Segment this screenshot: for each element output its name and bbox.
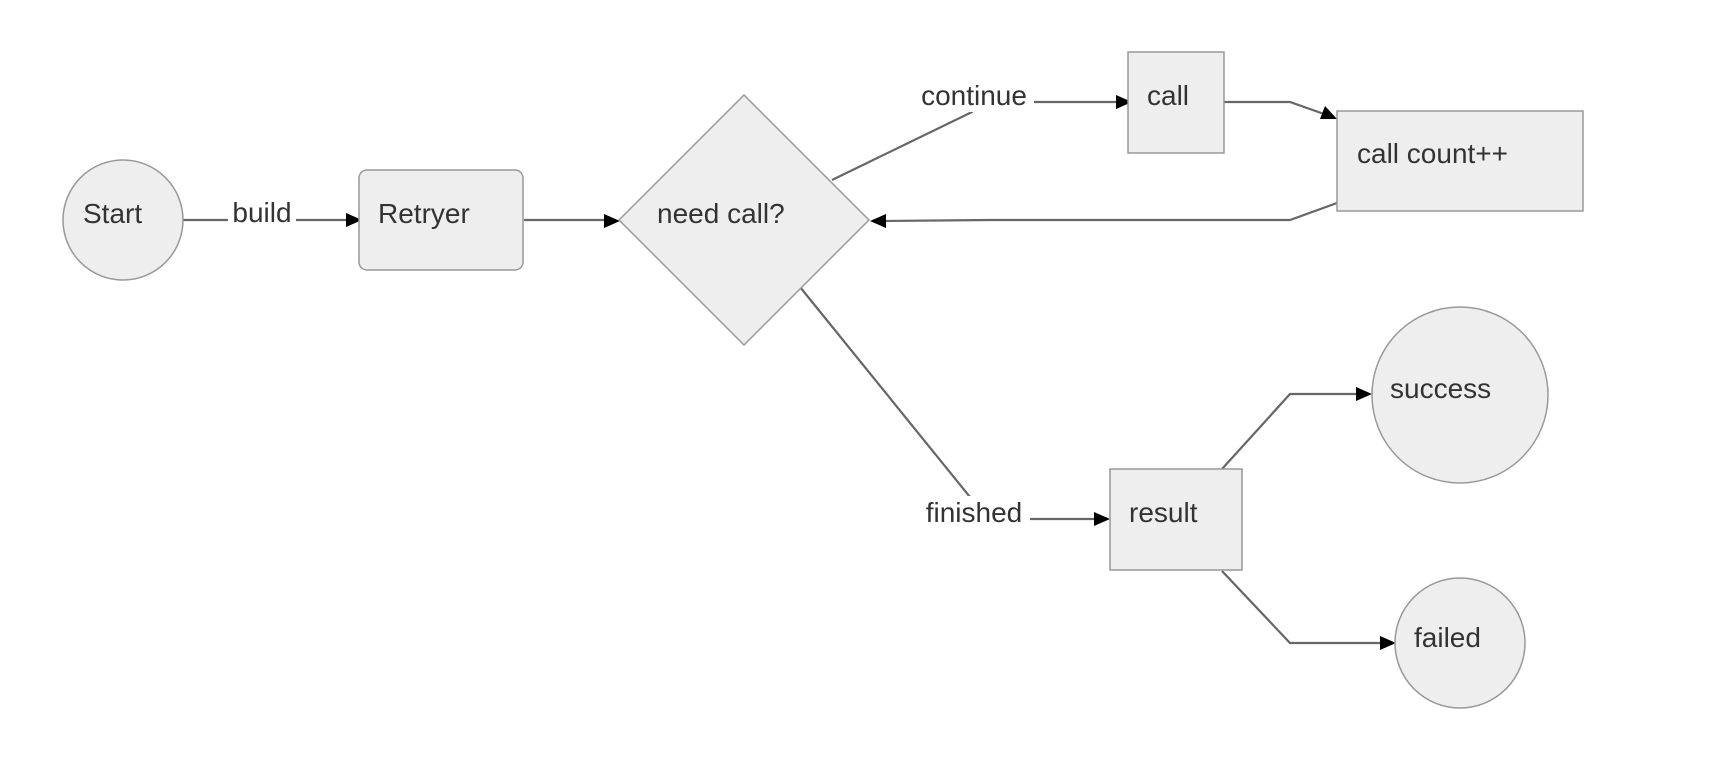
node-success: success — [1371, 306, 1549, 484]
edge-result-failed — [1221, 570, 1384, 645]
node-start-label: Start — [83, 198, 142, 229]
node-success-label: success — [1390, 373, 1491, 404]
arrowhead-call-count-need-call — [870, 214, 886, 228]
node-call: call — [1127, 51, 1225, 154]
arrowhead-need-call-call — [1116, 95, 1132, 109]
node-failed-label: failed — [1414, 622, 1481, 653]
arrowhead-result-failed — [1380, 636, 1396, 650]
arrowhead-retryer-need-call — [604, 214, 620, 228]
node-result: result — [1109, 468, 1243, 571]
node-retryer-label: Retryer — [378, 198, 470, 229]
arrowhead-call-call-count — [1320, 106, 1337, 119]
arrowhead-start-retryer — [346, 213, 362, 227]
node-result-label: result — [1129, 497, 1198, 528]
node-retryer: Retryer — [358, 169, 524, 271]
edge-call-count-need-call — [884, 201, 1338, 223]
edge-call-call-count — [1223, 100, 1325, 116]
edge-label-build: build — [232, 197, 291, 228]
edge-need-call-call — [831, 100, 1120, 181]
edge-label-finished: finished — [926, 497, 1023, 528]
edge-result-success — [1221, 392, 1360, 470]
node-start: Start — [62, 159, 184, 281]
arrowhead-need-call-result — [1094, 512, 1110, 526]
node-call-label: call — [1147, 80, 1189, 111]
node-need-call: need call? — [617, 93, 871, 347]
node-call-count: call count++ — [1336, 110, 1584, 212]
edge-label-continue: continue — [921, 80, 1027, 111]
arrowhead-result-success — [1356, 387, 1372, 401]
node-failed: failed — [1394, 577, 1526, 709]
node-need-call-label: need call? — [657, 198, 785, 229]
node-call-count-label: call count++ — [1357, 138, 1508, 169]
edge-need-call-result — [799, 286, 1098, 521]
